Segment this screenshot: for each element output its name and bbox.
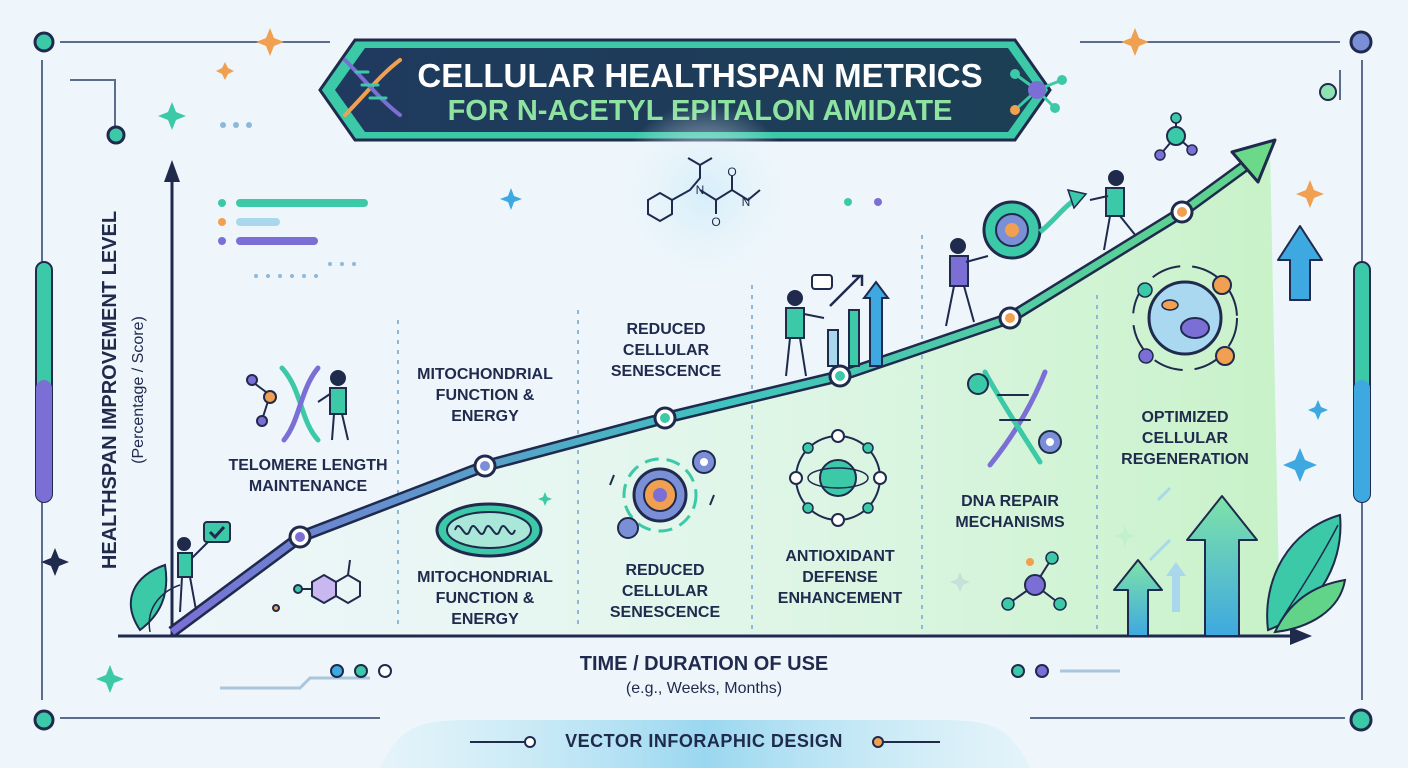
- footer-pill: [380, 720, 1030, 768]
- stage-label-dna-repair: DNA REPAIR MECHANISMS: [955, 493, 1065, 531]
- cell-icon: [1132, 265, 1238, 371]
- gear-icon-repair: [967, 373, 1062, 454]
- bottom-decor: [220, 664, 1120, 690]
- stage-separators: [397, 235, 1098, 630]
- n-atom-1: N: [696, 183, 705, 197]
- y-axis-title: HEALTHSPAN IMPROVEMENT LEVEL: [99, 210, 121, 570]
- person-icon-start: [177, 521, 231, 613]
- dna-icon-repair: [982, 369, 1048, 468]
- molecule-icon: [246, 374, 277, 427]
- molecule-icon-top-right: [1154, 112, 1198, 161]
- stage-label-mitochondrial-upper: MITOCHONDRIAL FUNCTION & ENERGY: [417, 366, 553, 425]
- x-axis-title: TIME / DURATION OF USE: [579, 653, 829, 675]
- legend-bars-icon: [218, 199, 368, 278]
- hexagon-molecule-icon: [272, 559, 361, 612]
- x-axis-subtitle: (e.g., Weeks, Months): [625, 680, 783, 697]
- stage-label-senescence-upper: REDUCED CELLULAR SENESCENCE: [610, 321, 722, 380]
- gear-icon-top: [982, 188, 1088, 260]
- o-atom-2: O: [727, 165, 736, 179]
- milestone-nodes: [288, 200, 1194, 549]
- banner-dna-icon: [343, 58, 402, 117]
- leaf-icon-right: [1266, 513, 1347, 634]
- arrow-up-icons: [1113, 225, 1323, 637]
- molecule-icon-repair: [1001, 551, 1067, 611]
- frame-dots: [33, 30, 1373, 732]
- banner-molecule-icon: [1010, 69, 1067, 115]
- leaf-icon-left: [129, 563, 181, 633]
- person-icon-gear: [945, 238, 989, 327]
- chemical-structure-icon: N N O O: [613, 103, 797, 287]
- person-icon-telomere: [317, 370, 349, 441]
- o-atom-1: O: [711, 215, 720, 229]
- title-line-1: CELLULAR HEALTHSPAN METRICS: [417, 57, 982, 94]
- stage-label-telomere: TELOMERE LENGTH MAINTENANCE: [228, 457, 388, 495]
- stage-label-antioxidant: ANTIOXIDANT DEFENSE ENHANCEMENT: [777, 548, 903, 607]
- n-atom-2: N: [742, 195, 751, 209]
- stage-label-regeneration: OPTIMIZED CELLULAR REGENERATION: [1121, 409, 1249, 468]
- title-text: CELLULAR HEALTHSPAN METRICS FOR N-ACETYL…: [417, 57, 982, 127]
- footer-label: VECTOR INFORAPHIC DESIGN: [565, 731, 843, 751]
- person-icon-antioxidant: [785, 290, 825, 377]
- gear-icon-senescence: [609, 450, 716, 539]
- header-banner: [318, 38, 1052, 142]
- bar-chart-icon: [811, 274, 890, 367]
- axes: [118, 160, 1312, 645]
- stage-label-senescence-lower: REDUCED CELLULAR SENESCENCE: [609, 562, 721, 621]
- growth-line: [168, 138, 1277, 637]
- mitochondria-icon: [435, 492, 552, 558]
- telomere-dna-icon: [249, 365, 321, 443]
- stage-label-mitochondrial-lower: MITOCHONDRIAL FUNCTION & ENERGY: [417, 569, 553, 628]
- atom-icon: [789, 429, 887, 527]
- y-axis-subtitle: (Percentage / Score): [130, 316, 147, 464]
- side-bars: [35, 261, 1371, 503]
- person-icon-climb: [1089, 170, 1137, 251]
